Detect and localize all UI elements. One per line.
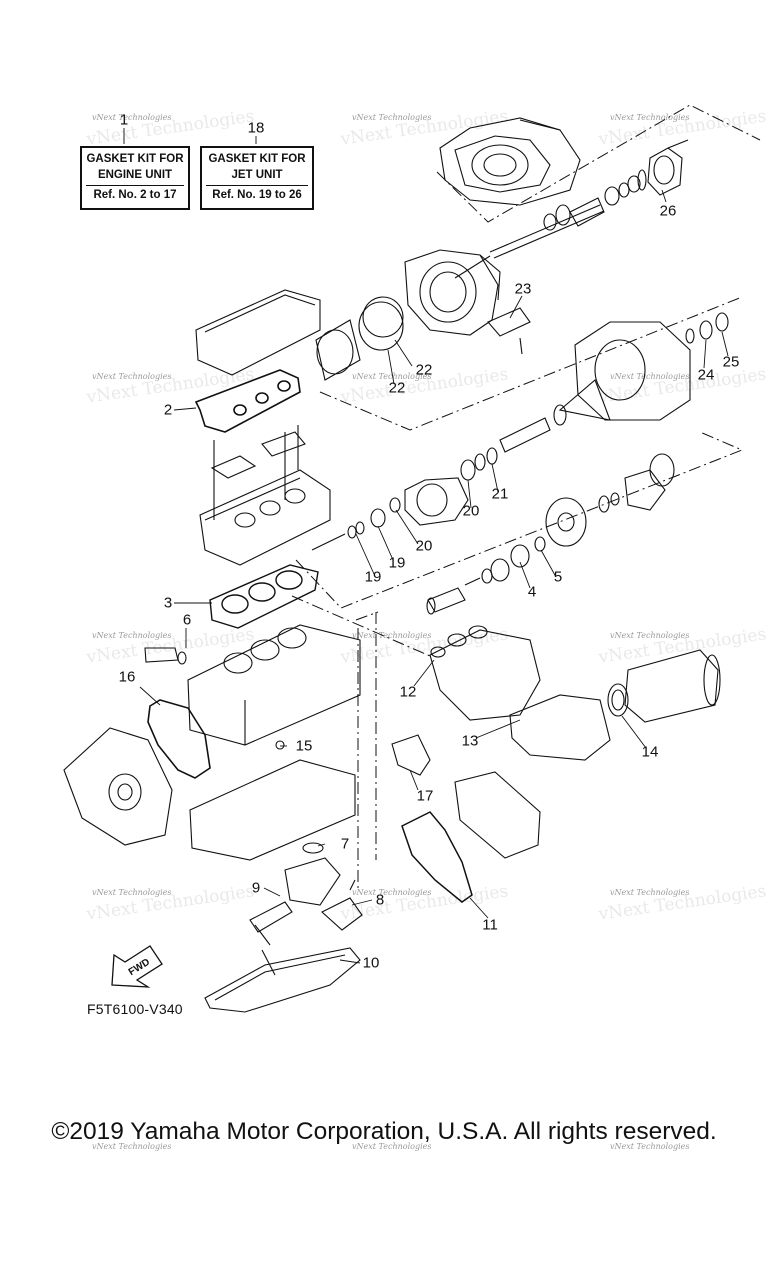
drive-shaft-coupling bbox=[426, 536, 546, 615]
cover-gasket-16 bbox=[147, 699, 211, 779]
intermediate-housing bbox=[311, 404, 567, 551]
callout-11: 11 bbox=[482, 916, 498, 934]
callout-17: 17 bbox=[416, 787, 434, 805]
watermark: vNext Technologies bbox=[610, 1142, 690, 1151]
callout-21: 21 bbox=[491, 485, 509, 503]
copyright-notice: ©2019 Yamaha Motor Corporation, U.S.A. A… bbox=[51, 1118, 717, 1145]
callout-16: 16 bbox=[118, 668, 136, 686]
callout-2: 2 bbox=[163, 401, 173, 419]
oil-pan-10 bbox=[204, 947, 361, 1013]
callout-kit-18: 18 bbox=[247, 119, 265, 137]
muffler-14 bbox=[607, 649, 721, 723]
watermark: vNext Technologies bbox=[352, 631, 432, 640]
callout-25: 25 bbox=[722, 353, 740, 371]
callout-20-b: 20 bbox=[462, 502, 480, 520]
watermark: vNext Technologies bbox=[352, 113, 432, 122]
callout-13: 13 bbox=[461, 732, 479, 750]
callout-8: 8 bbox=[375, 891, 385, 909]
callout-24: 24 bbox=[697, 366, 715, 384]
watermark: vNext Technologies bbox=[352, 1142, 432, 1151]
exhaust-pipe-13 bbox=[509, 694, 611, 761]
flywheel-cover bbox=[63, 727, 173, 846]
callout-6: 6 bbox=[182, 611, 192, 629]
kit-title-line: GASKET KIT FOR bbox=[208, 153, 306, 165]
callout-20-a: 20 bbox=[415, 537, 433, 555]
callout-14: 14 bbox=[641, 743, 659, 761]
callout-19-b: 19 bbox=[388, 554, 406, 572]
exhaust-manifold-12 bbox=[429, 625, 541, 721]
watermark: vNext Technologies bbox=[352, 888, 432, 897]
callout-9: 9 bbox=[251, 879, 261, 897]
callout-19-a: 19 bbox=[364, 568, 382, 586]
kit-title-line: ENGINE UNIT bbox=[97, 169, 173, 181]
jet-pump-housing bbox=[439, 117, 689, 206]
callout-15: 15 bbox=[295, 737, 313, 755]
o-rings-22 bbox=[315, 296, 404, 381]
part-23-cover bbox=[487, 307, 531, 355]
callout-12: 12 bbox=[399, 683, 417, 701]
cover-11 bbox=[401, 771, 541, 903]
cylinder-head bbox=[199, 469, 331, 566]
kit-title-line: GASKET KIT FOR bbox=[86, 153, 184, 165]
part-6-sensor bbox=[144, 647, 187, 665]
watermark: vNext Technologies bbox=[92, 113, 172, 122]
diagram-code: F5T6100-V340 bbox=[87, 1001, 183, 1017]
watermark: vNext Technologies bbox=[352, 372, 432, 381]
watermark: vNext Technologies bbox=[92, 631, 172, 640]
kit-box-engine: GASKET KIT FOR ENGINE UNIT Ref. No. 2 to… bbox=[80, 146, 190, 210]
coupling-flange-impeller bbox=[545, 453, 675, 547]
fwd-arrow-shape bbox=[111, 945, 163, 988]
head-cover-gasket-2 bbox=[194, 369, 301, 433]
callout-22-b: 22 bbox=[388, 379, 406, 397]
watermark: vNext Technologies bbox=[610, 631, 690, 640]
cam-caps bbox=[210, 425, 306, 520]
cylinder-block bbox=[187, 624, 361, 746]
watermark: vNext Technologies bbox=[92, 1142, 172, 1151]
watermark: vNext Technologies bbox=[610, 372, 690, 381]
callout-3: 3 bbox=[163, 594, 173, 612]
watermark: vNext Technologies bbox=[610, 113, 690, 122]
impeller-shaft-bearings bbox=[454, 175, 641, 279]
callout-5: 5 bbox=[553, 568, 563, 586]
callout-23: 23 bbox=[514, 280, 532, 298]
kit-box-jet: GASKET KIT FOR JET UNIT Ref. No. 19 to 2… bbox=[200, 146, 314, 210]
pump-nozzle-housing bbox=[404, 249, 501, 336]
callout-7: 7 bbox=[340, 835, 350, 853]
watermark: vNext Technologies bbox=[92, 372, 172, 381]
crankcase bbox=[189, 740, 356, 861]
callout-10: 10 bbox=[362, 954, 380, 972]
head-gasket-3 bbox=[209, 564, 319, 629]
group-boundaries bbox=[291, 104, 761, 890]
cylinder-head-cover bbox=[195, 289, 321, 376]
kit-title-line: JET UNIT bbox=[231, 169, 283, 181]
kit-ref: Ref. No. 19 to 26 bbox=[206, 185, 308, 203]
watermark: vNext Technologies bbox=[92, 888, 172, 897]
callout-22-a: 22 bbox=[415, 361, 433, 379]
callout-4: 4 bbox=[527, 583, 537, 601]
leader-lines bbox=[123, 128, 729, 964]
callout-kit-1: 1 bbox=[119, 111, 129, 129]
part-17-cover bbox=[391, 734, 431, 776]
watermark: vNext Technologies bbox=[610, 888, 690, 897]
stator-assembly bbox=[558, 312, 729, 421]
kit-ref: Ref. No. 2 to 17 bbox=[86, 185, 184, 203]
oil-pump-9 bbox=[249, 857, 341, 946]
callout-26: 26 bbox=[659, 202, 677, 220]
part-7-o-ring bbox=[302, 842, 324, 854]
part-8-fitting bbox=[321, 879, 363, 931]
